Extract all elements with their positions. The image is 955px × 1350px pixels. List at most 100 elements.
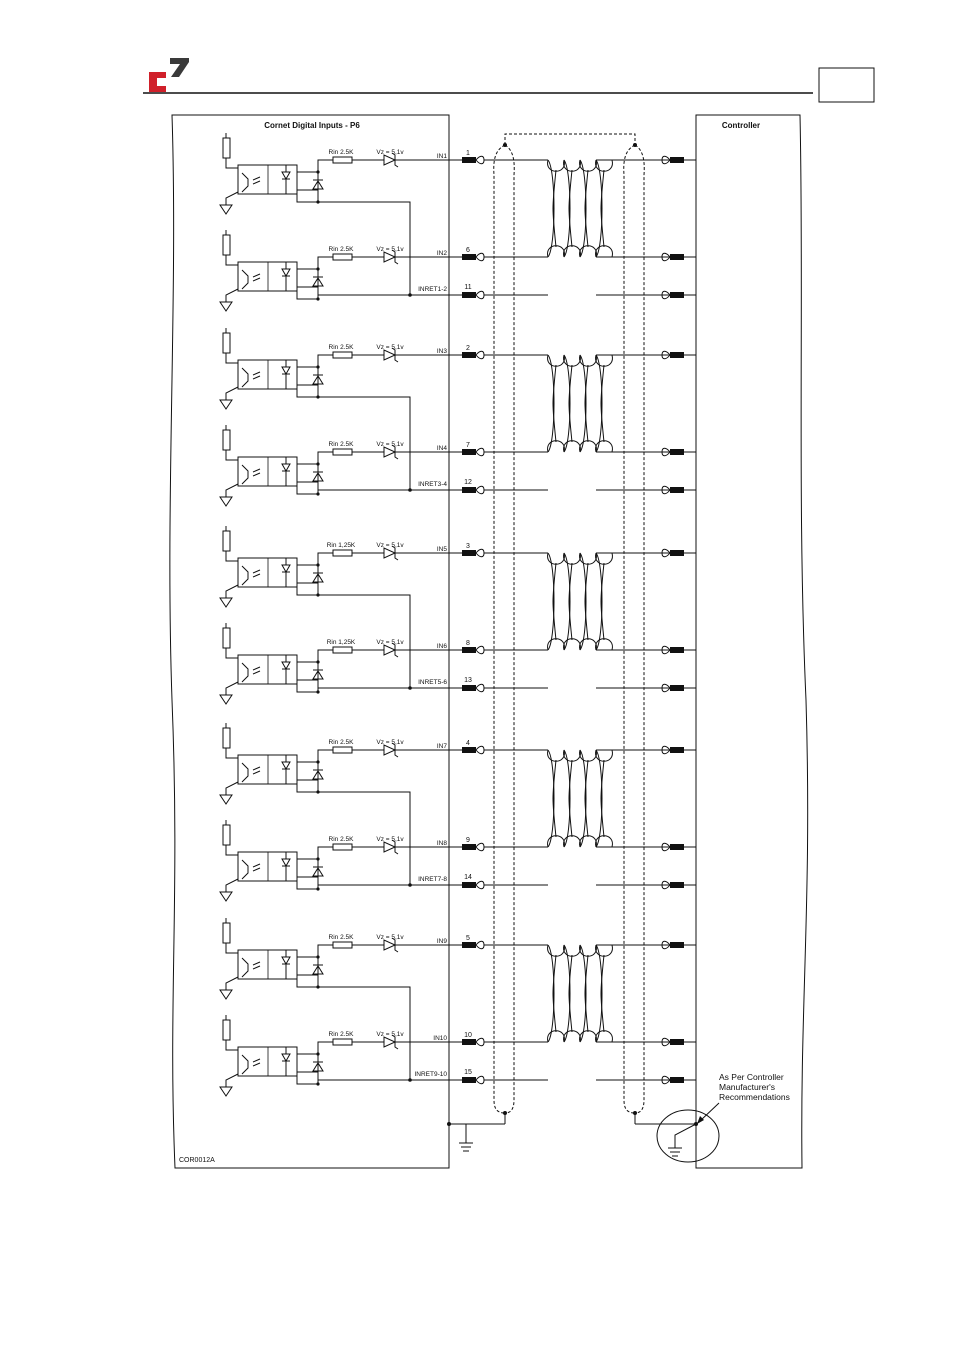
input-name-label: IN4 xyxy=(437,445,448,452)
input-name-label: IN7 xyxy=(437,743,448,750)
return-wire xyxy=(296,975,318,988)
return-wire xyxy=(296,680,318,693)
return-wire xyxy=(296,385,318,398)
controller-connector-pin xyxy=(670,647,684,653)
junction-dot xyxy=(316,857,320,861)
return-pin-label: 12 xyxy=(464,479,472,486)
twisted-pair xyxy=(563,944,571,1043)
return-wire xyxy=(296,1072,318,1085)
zener-diode-icon xyxy=(383,1036,397,1048)
ground-triangle-icon xyxy=(219,204,233,215)
input-resistor xyxy=(332,549,353,557)
pullup-wire xyxy=(225,845,238,856)
input-resistor-label: Rin 2.5K xyxy=(329,149,355,156)
cable-shield-right xyxy=(623,144,636,1114)
input-resistor-label: Rin 2.5K xyxy=(329,739,355,746)
pullup-resistor xyxy=(222,727,231,749)
input-name-label: IN3 xyxy=(437,348,448,355)
twisted-pair xyxy=(584,562,589,641)
pullup-resistor xyxy=(222,1019,231,1041)
ground-symbol-icon xyxy=(459,1124,473,1152)
protection-diode-icon xyxy=(312,573,324,583)
pin-number-label: 7 xyxy=(466,442,470,449)
zener-voltage-label: Vz = 5,1v xyxy=(376,934,404,941)
zener-diode-icon xyxy=(383,547,397,559)
zener-diode-icon xyxy=(391,347,399,363)
controller-connector-pin-head xyxy=(661,745,671,755)
input-connector-pin-head xyxy=(475,447,485,457)
ground-triangle-icon xyxy=(219,301,233,312)
zener-diode-icon xyxy=(383,154,397,166)
protection-wire xyxy=(297,762,319,792)
protection-diode-icon xyxy=(312,867,324,877)
protection-wire xyxy=(297,859,319,889)
emitter-wire xyxy=(225,584,239,598)
optocoupler xyxy=(237,261,298,292)
emitter-wire xyxy=(225,878,239,892)
return-connector-pin xyxy=(462,1077,476,1083)
return-connector-pin-head xyxy=(475,880,485,890)
signal-wire xyxy=(297,256,333,270)
junction-dot xyxy=(316,563,320,567)
twisted-pair xyxy=(600,364,605,443)
protection-diode-icon xyxy=(312,180,324,190)
twisted-pair xyxy=(579,552,587,651)
ground-triangle-icon xyxy=(219,399,233,410)
zener-voltage-label: Vz = 5,1v xyxy=(376,149,404,156)
protection-diode-icon xyxy=(312,770,324,780)
ground-triangle-icon xyxy=(219,1086,233,1097)
pullup-wire xyxy=(225,648,238,659)
optocoupler xyxy=(237,754,298,785)
return-wire xyxy=(318,986,411,1080)
return-wire xyxy=(296,482,318,495)
note-line-1: As Per Controller xyxy=(719,1072,784,1082)
phototransistor-icon xyxy=(241,662,249,683)
twisted-pair xyxy=(568,364,573,443)
pullup-resistor xyxy=(222,627,231,649)
zener-diode-icon xyxy=(383,841,397,853)
phototransistor-icon xyxy=(241,957,249,978)
junction-dot xyxy=(408,883,412,887)
light-arrows-icon xyxy=(252,371,261,380)
return-wire xyxy=(296,287,318,300)
pin-number-label: 4 xyxy=(466,740,470,747)
input-connector-pin xyxy=(462,647,476,653)
twisted-pair xyxy=(595,159,603,258)
twisted-pair xyxy=(568,169,573,248)
return-connector-pin xyxy=(462,882,476,888)
pullup-resistor xyxy=(222,429,231,451)
phototransistor-icon xyxy=(241,172,249,193)
led-icon xyxy=(281,564,291,574)
cable-shield-left xyxy=(504,144,515,1114)
pullup-resistor xyxy=(222,332,231,354)
cornet-panel-title: Cornet Digital Inputs - P6 xyxy=(264,121,360,130)
input-connector-pin-head xyxy=(475,745,485,755)
twisted-pair xyxy=(579,354,587,453)
zener-voltage-label: Vz = 5,1v xyxy=(376,246,404,253)
return-wire xyxy=(318,201,411,295)
return-wire xyxy=(296,877,318,890)
pullup-wire xyxy=(225,353,238,364)
led-icon xyxy=(281,1053,291,1063)
ground-triangle-icon xyxy=(219,496,233,507)
channel-pair-2: INRET3-4 12 xyxy=(318,354,696,495)
pullup-resistor xyxy=(222,234,231,256)
twisted-pair xyxy=(552,562,557,641)
optocoupler xyxy=(237,1046,298,1077)
input-connector-pin xyxy=(462,254,476,260)
pin-number-label: 2 xyxy=(466,345,470,352)
twisted-pair xyxy=(595,749,603,848)
twisted-pair xyxy=(600,562,605,641)
input-name-label: IN2 xyxy=(437,250,448,257)
return-wire xyxy=(318,791,411,885)
junction-dot xyxy=(408,686,412,690)
phototransistor-icon xyxy=(241,565,249,586)
input-resistor xyxy=(332,941,353,949)
twisted-pair xyxy=(584,954,589,1033)
input-connector-pin-head xyxy=(475,252,485,262)
controller-connector-pin-head xyxy=(661,1075,671,1085)
twisted-pair xyxy=(600,759,605,838)
zener-diode-icon xyxy=(383,446,397,458)
return-name-label: INRET3-4 xyxy=(418,481,447,488)
protection-diode-icon xyxy=(312,1062,324,1072)
